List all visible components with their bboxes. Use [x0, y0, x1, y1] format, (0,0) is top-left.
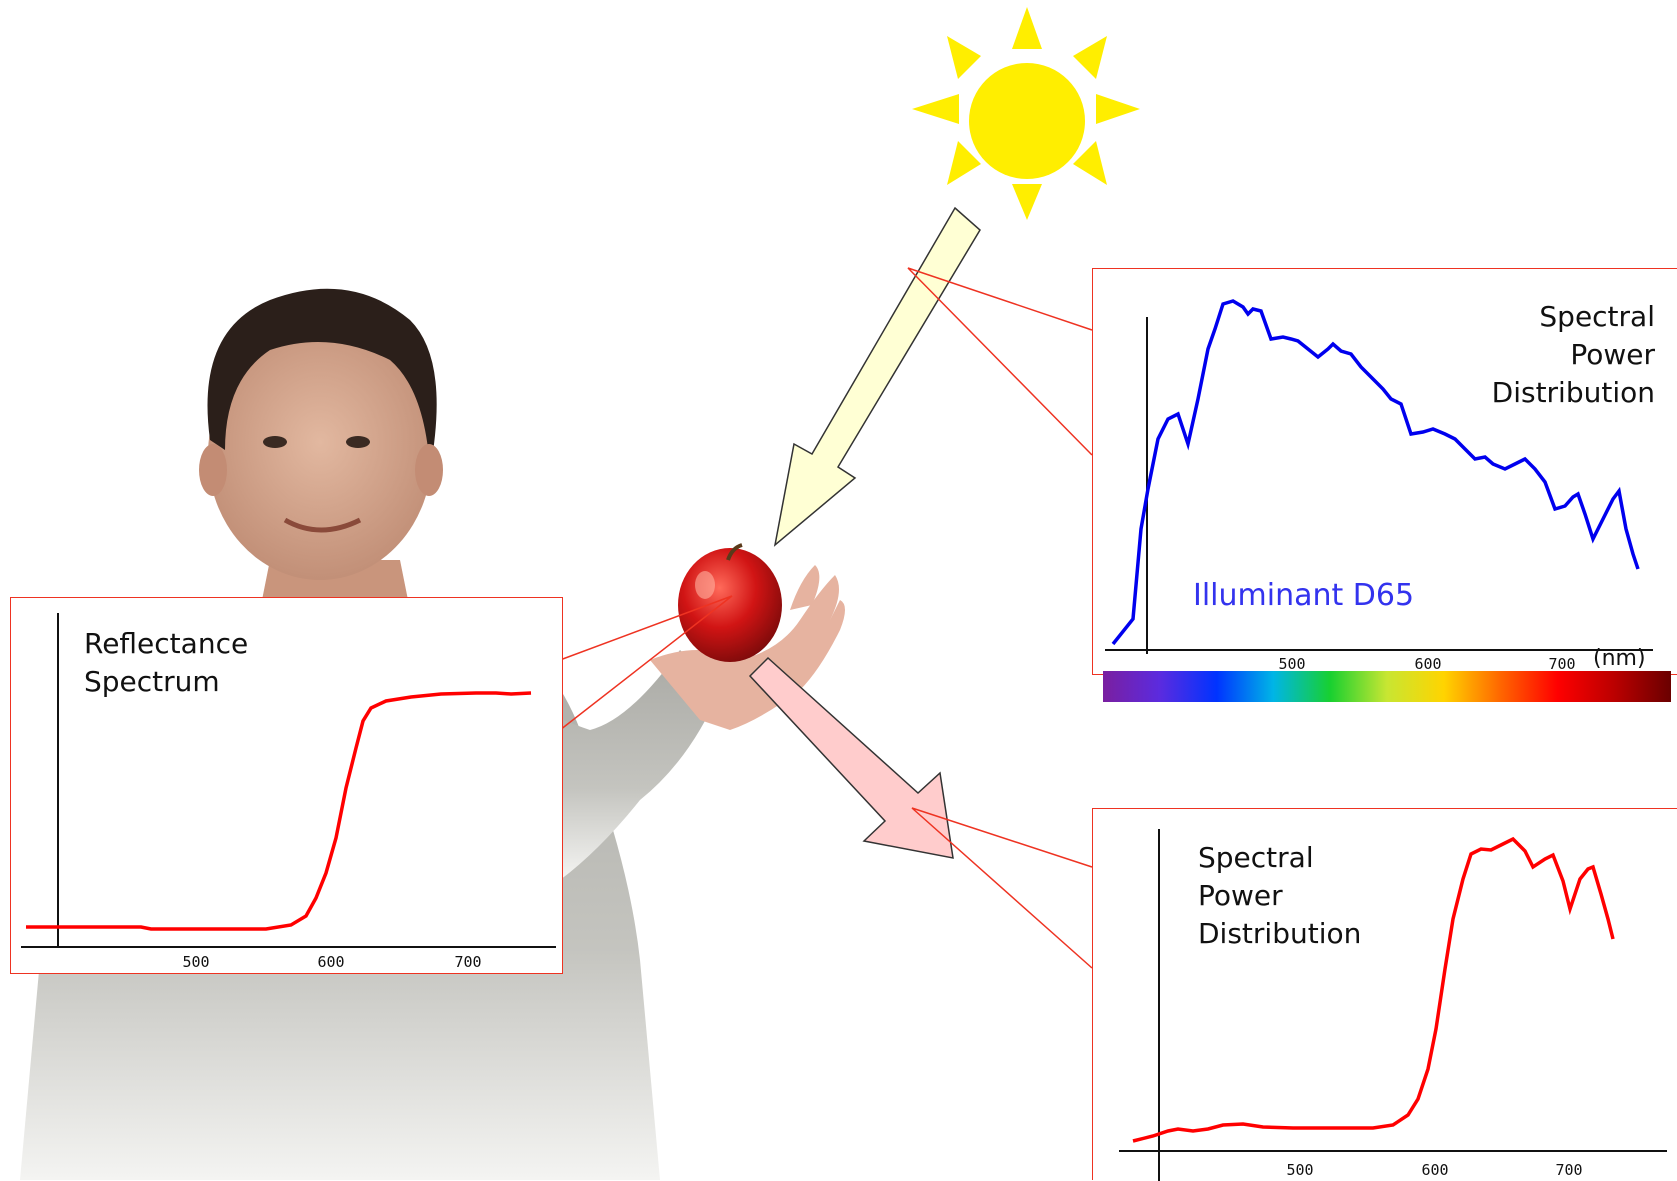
x-tick-label: 500	[1278, 655, 1305, 673]
output-title-line: Spectral	[1198, 841, 1314, 874]
output-title-line: Power	[1198, 879, 1283, 912]
x-tick-label: 500	[182, 953, 209, 971]
x-tick-label: 600	[317, 953, 344, 971]
reflectance-plot: 500 600 700	[21, 613, 556, 971]
reflectance-curve	[26, 691, 532, 931]
illuminant-spd-chart: 500 600 700 (nm) Spectral Power Distribu…	[1092, 268, 1677, 675]
unit-label: (nm)	[1593, 646, 1646, 671]
reflected-light-arrow	[748, 656, 954, 859]
illuminant-label: Illuminant D65	[1193, 578, 1415, 613]
x-tick-label: 500	[1286, 1161, 1313, 1179]
spd-title-line: Distribution	[1491, 376, 1655, 409]
callout-lines	[559, 267, 1093, 969]
reflected-spd-plot: 500 600 700	[1119, 829, 1667, 1181]
incoming-light-arrow	[773, 206, 981, 547]
x-tick-label: 700	[454, 953, 481, 971]
reflected-spd-curve	[1132, 836, 1615, 1143]
apple	[678, 543, 782, 662]
reflectance-title-line: Spectrum	[84, 665, 220, 698]
x-tick-label: 600	[1414, 655, 1441, 673]
spd-title-line: Power	[1570, 338, 1655, 371]
visible-spectrum-bar	[1103, 671, 1671, 702]
x-tick-label: 700	[1548, 655, 1575, 673]
reflected-spd-chart: 500 600 700 Spectral Power Distribution	[1092, 808, 1677, 1181]
sun-icon	[912, 7, 1140, 220]
reflectance-title-line: Reflectance	[84, 627, 249, 660]
illuminant-spd-plot: 500 600 700 (nm)	[1105, 299, 1653, 673]
illuminant-d65-curve	[1111, 299, 1640, 646]
x-tick-label: 600	[1421, 1161, 1448, 1179]
output-title-line: Distribution	[1198, 917, 1362, 950]
reflectance-chart: 500 600 700 Reflectance Spectrum	[10, 597, 563, 974]
spd-title-line: Spectral	[1539, 300, 1655, 333]
x-tick-label: 700	[1555, 1161, 1582, 1179]
